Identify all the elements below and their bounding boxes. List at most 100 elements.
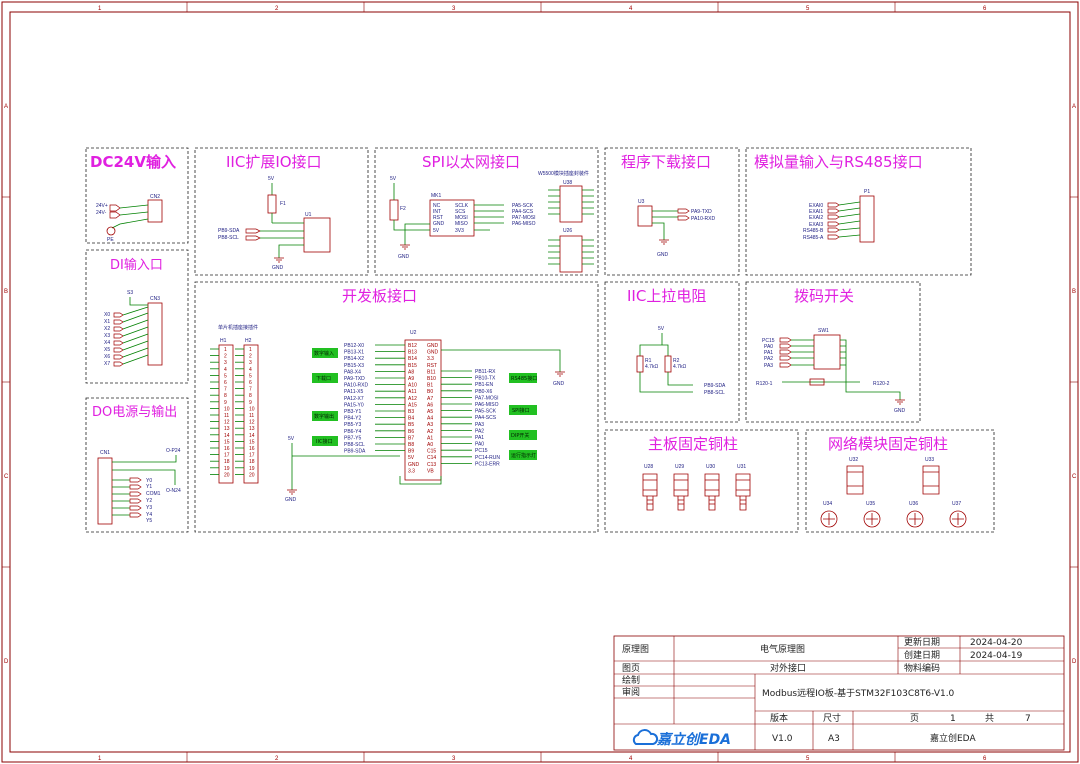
di-pin: X0 bbox=[104, 312, 110, 318]
panel-dip: 拨码开关 SW1 PC15 PA0 PA1 PA2 PA3 R120-1 R12… bbox=[745, 281, 921, 423]
ref-label: R2 bbox=[673, 358, 680, 364]
tb-type-label: 原理图 bbox=[622, 644, 649, 655]
mcu-u2 bbox=[404, 339, 442, 481]
ref-label: H2 bbox=[245, 338, 252, 344]
header-pin-number: 14 bbox=[224, 433, 230, 439]
do-pin: Y3 bbox=[146, 505, 152, 511]
pillar-ref: U32 bbox=[849, 457, 858, 463]
spi-pin: MISO bbox=[455, 221, 468, 227]
ruler-label: 6 bbox=[983, 756, 987, 762]
analog-pin: EXAI1 bbox=[809, 209, 823, 215]
panel-title: DI输入口 bbox=[110, 257, 163, 273]
net-label: PA0 bbox=[475, 442, 484, 448]
label-box bbox=[312, 348, 338, 358]
label-box bbox=[509, 450, 537, 460]
title-block: 原理图 电气原理图 更新日期 2024-04-20 创建日期 2024-04-1… bbox=[613, 635, 1065, 751]
label-box bbox=[509, 373, 537, 383]
net-label: PA4-SCS bbox=[475, 415, 497, 421]
standoff-icon bbox=[642, 473, 658, 511]
analog-pin: EXAI3 bbox=[809, 222, 823, 228]
header-h1 bbox=[218, 344, 234, 484]
header-pin-number: 13 bbox=[249, 426, 255, 432]
header-pin-number: 6 bbox=[249, 380, 252, 386]
panel-analog: 模拟量输入与RS485接口 P1 EXAI0 EXAI1 EXAI2 EXAI3… bbox=[745, 147, 972, 276]
label-text: 数字输入 bbox=[314, 350, 334, 357]
pillar-ref: U29 bbox=[675, 464, 684, 470]
ruler-label: 6 bbox=[983, 6, 987, 12]
panel-title: 网络模块固定铜柱 bbox=[828, 435, 948, 453]
tb-create-value: 2024-04-19 bbox=[970, 651, 1023, 661]
spi-nets: PA5-SCK PA4-SCS PA7-MOSI PA6-MISO bbox=[512, 203, 536, 227]
label-text: RS485接口 bbox=[511, 375, 537, 382]
header-pin-number: 18 bbox=[224, 459, 230, 465]
header-pin-number: 4 bbox=[224, 367, 227, 373]
ref-label: CN2 bbox=[150, 194, 160, 200]
u2-pin-name: GND bbox=[427, 350, 439, 356]
net-label: PA2 bbox=[475, 428, 484, 434]
panel-iic-io: IIC扩展IO接口 5V F1 U1 PB9-SDA PB8-SCL GND bbox=[194, 147, 369, 276]
tb-page-label: 图页 bbox=[622, 663, 640, 674]
header-h2 bbox=[243, 344, 259, 484]
header-pin-number: 16 bbox=[224, 446, 230, 452]
label-box bbox=[312, 411, 338, 421]
spi-pin: 3V3 bbox=[455, 228, 464, 234]
standoff-icon bbox=[922, 465, 940, 495]
net-label: PB9-SDA bbox=[218, 228, 240, 234]
standoff-icon bbox=[846, 465, 864, 495]
panel-title: SPI以太网接口 bbox=[422, 153, 520, 171]
net-label: PB8-SCL bbox=[344, 442, 365, 448]
panel-title: IIC扩展IO接口 bbox=[226, 153, 322, 171]
net-label: PE bbox=[107, 237, 114, 243]
pillar-ref: U37 bbox=[952, 501, 961, 507]
ruler-label: 1 bbox=[98, 6, 102, 12]
pillar-ref: U34 bbox=[823, 501, 832, 507]
net-label: PC14-RUN bbox=[475, 455, 500, 461]
u2-pin-name: A3 bbox=[427, 422, 433, 428]
pillar-ref: U28 bbox=[644, 464, 653, 470]
panel-do: DO电源与输出 CN1 O-P24 O-N24 Y0 Y1 COM1 Y2 Y3… bbox=[85, 397, 189, 533]
header-pin-number: 7 bbox=[249, 387, 252, 393]
tb-ver: V1.0 bbox=[772, 734, 793, 744]
net-label: R120-2 bbox=[873, 381, 890, 387]
analog-pin: RS485-B bbox=[803, 228, 824, 234]
net-label: O-N24 bbox=[166, 488, 181, 494]
ruler-label: C bbox=[4, 474, 9, 480]
ruler-label: 4 bbox=[629, 756, 633, 762]
net-label: PB9-SDA bbox=[344, 449, 366, 455]
u2-pin-name: B1 bbox=[427, 383, 433, 389]
panel-title: 模拟量输入与RS485接口 bbox=[754, 153, 923, 171]
u2-pin-name: B6 bbox=[408, 429, 414, 435]
u2-pin-name: A12 bbox=[408, 396, 417, 402]
u2-pin-name: A0 bbox=[427, 442, 433, 448]
ruler-label: 2 bbox=[275, 756, 279, 762]
board-right-nets: PB11-RXPB10-TXPB1-ENPB0-X6PA7-MOSIPA6-MI… bbox=[441, 369, 500, 467]
spi-pin: SCLK bbox=[455, 203, 469, 209]
tb-review-label: 审阅 bbox=[622, 686, 640, 698]
di-pin: X4 bbox=[104, 340, 110, 346]
panel-title: DC24V输入 bbox=[90, 153, 176, 171]
net-label: PA9-TXD bbox=[691, 209, 712, 215]
ruler-label: A bbox=[1072, 104, 1076, 110]
net-label: PB12-X0 bbox=[344, 343, 364, 349]
net-label: PB3-Y1 bbox=[344, 409, 361, 415]
ref-label: S3 bbox=[127, 290, 133, 296]
u2-pin-name: B8 bbox=[408, 442, 414, 448]
label-text: SPI接口 bbox=[512, 407, 530, 414]
header-pin-number: 10 bbox=[224, 406, 230, 412]
net-label: PC15 bbox=[475, 448, 488, 454]
value-label: 4.7kΩ bbox=[645, 364, 658, 370]
ruler-label: D bbox=[4, 659, 9, 665]
ruler-label: 5 bbox=[806, 756, 810, 762]
value-label: 4.7kΩ bbox=[673, 364, 686, 370]
tb-company: 嘉立创EDA bbox=[930, 732, 976, 744]
net-label: PB10-TX bbox=[475, 376, 496, 382]
board-left-nets: PB12-X0PB13-X1PB14-X2PB15-X3PA8-X4PA9-TX… bbox=[344, 343, 405, 455]
header-pin-number: 9 bbox=[224, 400, 227, 406]
dip-pin: PC15 bbox=[762, 338, 775, 344]
net-label: O-P24 bbox=[166, 448, 181, 454]
label-text: 运行指示灯 bbox=[511, 452, 536, 459]
header-pin-number: 18 bbox=[249, 459, 255, 465]
u2-pin-name: B10 bbox=[427, 376, 436, 382]
